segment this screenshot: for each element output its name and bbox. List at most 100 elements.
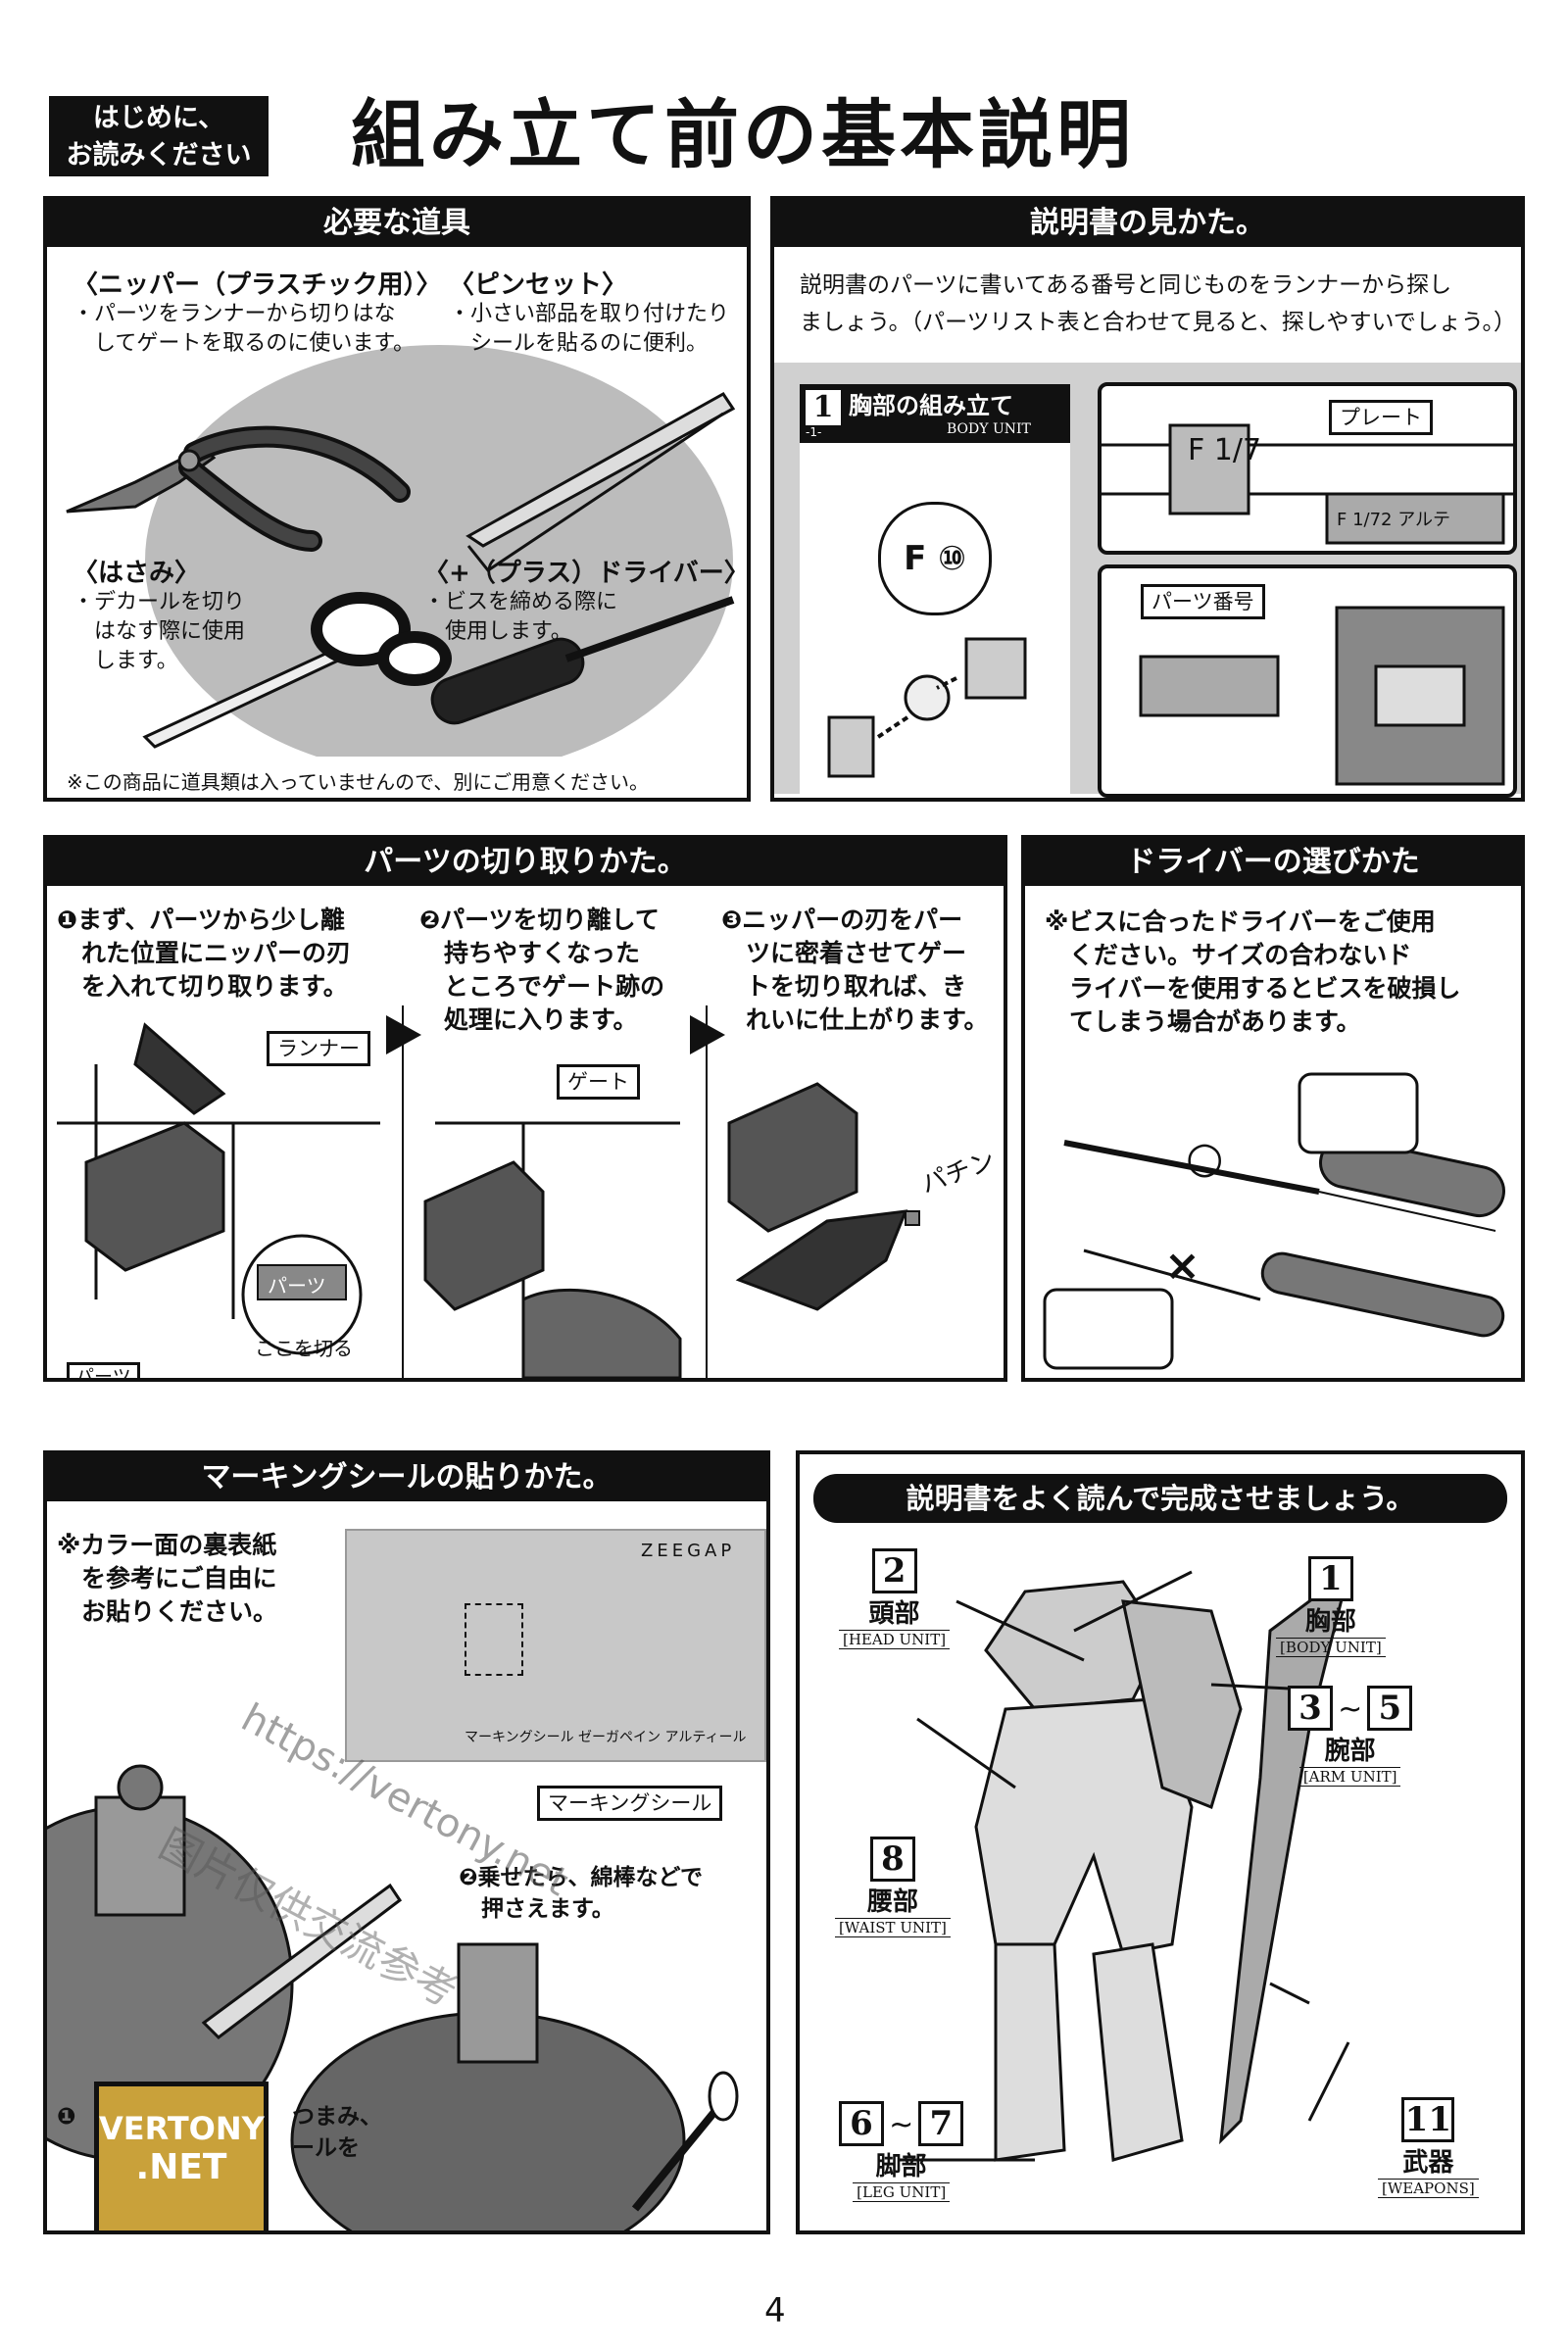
nipper-illustration — [66, 425, 411, 552]
weapons-number: 11 — [1401, 2097, 1455, 2142]
nipper-heading: 〈ニッパー（プラスチック用）〉 — [73, 270, 442, 300]
tools-panel: 必要な道具 〈ニッパー（プラスチック用）〉 ・パ — [43, 196, 751, 802]
head-unit-jp: 頭部 — [868, 1599, 920, 1629]
leg-unit-number-b: 7 — [918, 2101, 964, 2146]
tweezers-desc1: ・小さい部品を取り付けたり — [449, 302, 730, 326]
head-unit-en: [HEAD UNIT] — [839, 1630, 951, 1649]
body-unit-en: [BODY UNIT] — [1276, 1638, 1386, 1657]
arm-unit-jp: 腕部 — [1324, 1737, 1376, 1766]
arrow-right-icon — [690, 1015, 725, 1054]
howto-desc2: ましょう。（パーツリスト表と合わせて見ると、探しやすいでしょう。） — [800, 310, 1516, 335]
scissors-heading: 〈はさみ〉 — [73, 559, 201, 588]
scissors-text: 〈はさみ〉 ・デカールを切り はなす際に使用 します。 — [73, 559, 245, 676]
tweezers-desc2: シールを貼るのに便利。 — [449, 331, 709, 356]
intro-badge: はじめに、 お読みください — [49, 96, 269, 176]
driver-text: 〈+（プラス）ドライバー〉 ・ビスを締める際に 使用します。 — [423, 559, 747, 647]
nipper-desc2: してゲートを取るのに使います。 — [73, 331, 416, 356]
cutting-step3-l2: ツに密着させてゲー — [721, 939, 967, 967]
label-waist-unit: 8 腰部 [WAIST UNIT] — [835, 1837, 951, 1937]
step-en-title: BODY UNIT — [947, 421, 1031, 437]
cutting-step2-l4: 処理に入ります。 — [419, 1005, 638, 1034]
scissors-illustration — [142, 592, 452, 749]
driver-warning-l4: てしまう場合があります。 — [1045, 1007, 1361, 1036]
leg-unit-number-a: 6 — [839, 2101, 884, 2146]
arm-unit-en: [ARM UNIT] — [1298, 1767, 1401, 1787]
cutting-divider-1 — [402, 1005, 404, 1378]
weapons-jp: 武器 — [1402, 2148, 1454, 2178]
arrow-right-icon — [386, 1015, 421, 1054]
cutting-title: パーツの切り取りかた。 — [47, 839, 1004, 886]
cutting-step2: ❷パーツを切り離して 持ちやすくなった ところでゲート跡の 処理に入ります。 — [419, 904, 664, 1037]
partno-label: パーツ番号 — [1141, 584, 1265, 619]
cutting-step3-l4: れいに仕上がります。 — [721, 1005, 989, 1034]
cutting-step1: ❶まず、パーツから少し離 れた位置にニッパーの刃 を入れて切り取ります。 — [57, 904, 351, 1004]
leg-unit-tilde: ~ — [889, 2108, 914, 2142]
waist-unit-en: [WAIST UNIT] — [835, 1918, 951, 1937]
gate-label: ゲート — [557, 1064, 640, 1100]
driver-title: ドライバーの選びかた — [1025, 839, 1521, 886]
runner-zoom-top: F 1/7 プレート F 1/72 アルテ — [1098, 382, 1517, 555]
waist-unit-number: 8 — [869, 1837, 915, 1882]
cutting-step2-l1: ❷パーツを切り離して — [419, 906, 660, 934]
step-sub: -1- — [806, 425, 822, 439]
driver-warning-l2: ください。サイズの合わないド — [1045, 941, 1412, 969]
driver-desc2: 使用します。 — [423, 619, 572, 644]
plate-text: F 1/72 アルテ — [1337, 510, 1451, 530]
marking-step1-l1: つまみ、 — [292, 2104, 382, 2130]
runner-illustration — [1102, 423, 1513, 545]
marking-step2-l2: 押さえます。 — [459, 1896, 614, 1922]
marking-title: マーキングシールの貼りかた。 — [47, 1454, 766, 1501]
parts-label: パーツ — [67, 1362, 140, 1378]
tools-title: 必要な道具 — [47, 200, 747, 247]
part-assembly-illustration — [827, 637, 1027, 778]
nipper-text: 〈ニッパー（プラスチック用）〉 ・パーツをランナーから切りはな してゲートを取る… — [73, 270, 441, 359]
cutting-step3-l1: ❸ニッパーの刃をパー — [721, 906, 963, 934]
robot-illustration — [898, 1568, 1351, 2162]
cutting-panel: パーツの切り取りかた。 ❶まず、パーツから少し離 れた位置にニッパーの刃 を入れ… — [43, 835, 1007, 1382]
cutting-step3: ❸ニッパーの刃をパー ツに密着させてゲー トを切り取れば、き れいに仕上がります… — [721, 904, 989, 1037]
sheet-caption: マーキングシール ゼーガペイン アルティール — [465, 1730, 747, 1745]
sheet-selected-sticker — [465, 1603, 523, 1676]
marking-step2: ❷乗せたら、綿棒などで 押さえます。 — [459, 1862, 703, 1925]
tweezers-text: 〈ピンセット〉 ・小さい部品を取り付けたり シールを貼るのに便利。 — [449, 270, 729, 359]
intro-badge-line1: はじめに、 — [92, 103, 225, 133]
complete-title: 説明書をよく読んで完成させましょう。 — [813, 1474, 1507, 1523]
arm-unit-number-a: 3 — [1288, 1686, 1333, 1731]
waist-unit-jp: 腰部 — [866, 1887, 918, 1917]
marking-sheet-label: マーキングシール — [537, 1786, 723, 1821]
body-unit-jp: 胸部 — [1304, 1607, 1356, 1637]
step-header: 1 胸部の組み立て -1- BODY UNIT — [800, 384, 1070, 443]
cutting-step2-l3: ところでゲート跡の — [419, 972, 665, 1001]
marking-step1-num: ❶ — [57, 2104, 76, 2130]
marking-note: ※カラー面の裏表紙 を参考にご自由に お貼りください。 — [57, 1529, 277, 1629]
driver-comparison-illustration — [1043, 1072, 1505, 1370]
tweezers-illustration — [466, 392, 736, 573]
screwdriver-illustration — [430, 596, 735, 725]
part-letter: F — [904, 539, 927, 578]
page-title: 組み立て前の基本説明 — [351, 91, 1135, 178]
cut-here-label: ここを切る — [255, 1337, 353, 1360]
marking-note-l1: ※カラー面の裏表紙 — [57, 1531, 277, 1559]
marking-note-l2: を参考にご自由に — [57, 1564, 277, 1592]
label-body-unit: 1 胸部 [BODY UNIT] — [1276, 1556, 1386, 1657]
howto-desc1: 説明書のパーツに書いてある番号と同じものをランナーから探し — [800, 272, 1452, 298]
scissors-desc1: ・デカールを切り — [73, 590, 246, 614]
marking-note-l3: お貼りください。 — [57, 1597, 278, 1626]
marking-illustration — [47, 1764, 739, 2230]
marking-sheet: ZEEGAP マーキングシール ゼーガペイン アルティール — [345, 1529, 766, 1762]
arm-unit-tilde: ~ — [1338, 1692, 1363, 1727]
scissors-desc3: します。 — [73, 649, 178, 673]
cutting-step1-l2: れた位置にニッパーの刃 — [57, 939, 352, 967]
body-unit-number: 1 — [1307, 1556, 1353, 1601]
leg-unit-jp: 脚部 — [875, 2152, 927, 2181]
label-leg-unit: 6 ~ 7 脚部 [LEG UNIT] — [839, 2101, 964, 2202]
marking-step1: ❶ — [57, 2101, 75, 2132]
tools-note: ※この商品に道具類は入っていませんので、別にご用意ください。 — [67, 770, 649, 794]
plate-label: プレート — [1329, 400, 1433, 435]
howto-title: 説明書の見かた。 — [774, 200, 1521, 247]
cutting-step2-illustration — [423, 1121, 682, 1378]
label-head-unit: 2 頭部 [HEAD UNIT] — [839, 1548, 951, 1649]
runner-code: F 1/7 — [1188, 433, 1262, 467]
driver-warning-l1: ※ビスに合ったドライバーをご使用 — [1045, 907, 1436, 936]
scissors-desc2: はなす際に使用 — [73, 619, 246, 644]
